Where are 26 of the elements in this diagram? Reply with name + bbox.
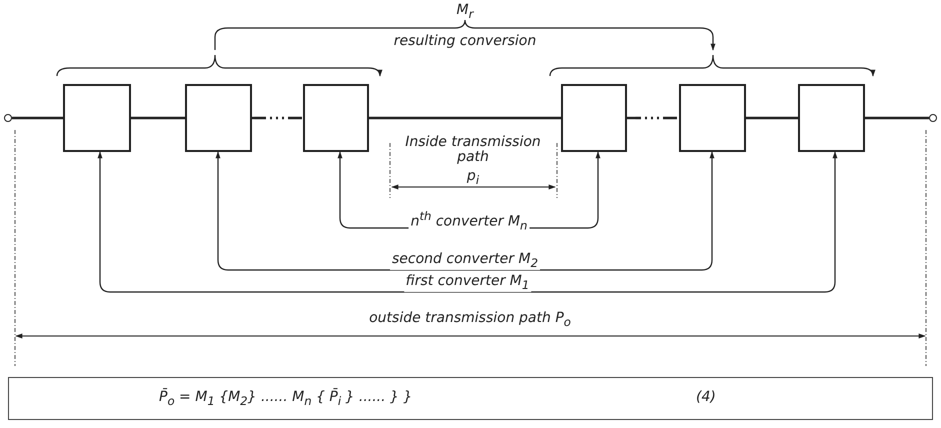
signal-line [369,116,561,120]
converter-box [798,84,865,152]
terminal-circle [4,114,12,122]
signal-line [12,116,63,120]
signal-line [865,116,929,120]
caption-label: resulting conversion [394,34,536,50]
converter-box [303,84,369,152]
equation-number: (4) [696,390,716,406]
signal-line [746,116,798,120]
edge-label: second converter M$_{2}$ [390,252,540,270]
converter-box [63,84,131,152]
converter-box [561,84,627,152]
edge-label: first converter M$_{1}$ [404,274,532,292]
arrow [216,151,714,271]
symbol-label: M$_{r}$ [456,3,474,21]
equation: P̄$_{o}$ = M$_{1}$ {M$_{2}$} ...... M$_{n}$ { P̄$_{i}$ } ...... } } [159,390,412,408]
equation-box [8,377,933,420]
symbol-label: p$_{i}$ [466,169,480,187]
signal-line [627,116,679,120]
converter-box [679,84,746,152]
arrow [98,151,838,293]
signal-line [131,116,185,120]
edge-label: n$^{th}$ converter M$_{n}$ [408,210,530,232]
terminal-circle [929,114,937,122]
converter-box [185,84,252,152]
signal-line [252,116,303,120]
